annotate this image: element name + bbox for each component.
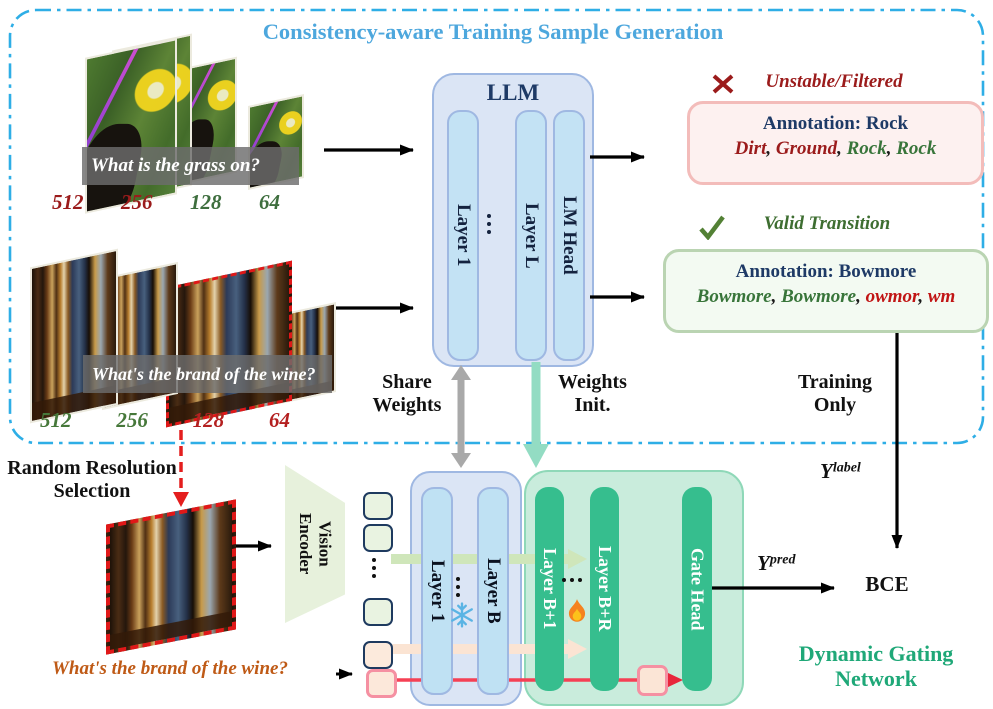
- selected-resolution-image: [106, 499, 236, 655]
- vision-encoder-label: Vision Encoder: [296, 513, 335, 575]
- dynamic-gating-network-label: Dynamic Gating Network: [798, 641, 954, 692]
- dog-question-overlay: What is the grass on?: [82, 147, 299, 185]
- llm-title: LLM: [486, 80, 540, 105]
- snowflake-icon: [451, 602, 473, 628]
- gating-question-text: What's the brand of the wine?: [52, 658, 288, 679]
- vision-token-1: [363, 492, 393, 520]
- gate-head-bar: Gate Head: [682, 487, 712, 691]
- gate-token-square: [637, 665, 668, 696]
- wine-image-128-selected: [166, 260, 292, 428]
- random-resolution-label: Random Resolution Selection: [7, 457, 177, 502]
- unstable-label: Unstable/Filtered: [765, 71, 903, 92]
- llm-layer1-bar: Layer 1: [447, 110, 479, 361]
- llm-ellipsis: [487, 214, 491, 234]
- unstable-annotation-title: Annotation: Rock: [762, 113, 909, 134]
- llm-lmhead-bar: LM Head: [553, 110, 585, 361]
- valid-annotation-box: Annotation: Bowmore Bowmore, Bowmore, ow…: [663, 249, 989, 333]
- unstable-predictions: Dirt, Ground, Rock, Rock: [734, 138, 937, 159]
- valid-annotation-title: Annotation: Bowmore: [735, 261, 917, 282]
- gating-layerB-bar: Layer B: [477, 487, 509, 695]
- vision-token-2: [363, 524, 393, 552]
- gating-layerB1-bar: Layer B+1: [535, 487, 564, 691]
- training-only-label: Training Only: [797, 371, 873, 416]
- text-token-1: [363, 641, 393, 669]
- random-selection-arrow: [173, 414, 189, 507]
- bce-label: BCE: [865, 572, 909, 596]
- text-token-2: [366, 669, 397, 698]
- unstable-annotation-box: Annotation: Rock Dirt, Ground, Rock, Roc…: [687, 101, 984, 185]
- y-label-label: Ylabel: [820, 459, 861, 483]
- vision-token-3: [363, 598, 393, 626]
- share-weights-label: Share Weights: [372, 371, 442, 416]
- gating-layerBR-bar: Layer B+R: [590, 487, 619, 691]
- wine-image-512: [30, 248, 118, 424]
- dog-image-512: [85, 38, 177, 214]
- wine-question-overlay: What's the brand of the wine?: [83, 355, 332, 393]
- token-ellipsis: [372, 558, 376, 578]
- gating-ellipsis: [562, 578, 582, 582]
- figure-title: Consistency-aware Training Sample Genera…: [262, 19, 724, 44]
- weights-init-label: Weights Init.: [558, 371, 627, 416]
- generation-region-border: [8, 8, 985, 445]
- valid-predictions: Bowmore, Bowmore, owmor, wm: [696, 286, 956, 307]
- flame-icon: [568, 599, 586, 622]
- llm-layerL-bar: Layer L: [515, 110, 547, 361]
- share-weights-arrow: [451, 365, 471, 468]
- weights-init-arrow: [523, 362, 549, 468]
- y-pred-label: Ypred: [757, 551, 796, 575]
- frozen-ellipsis: [456, 577, 460, 597]
- check-icon: [699, 215, 725, 240]
- llm-box: LLM Layer 1 Layer L LM Head: [432, 73, 594, 367]
- cross-icon: [712, 74, 734, 94]
- gating-layer1-bar: Layer 1: [421, 487, 453, 695]
- valid-label: Valid Transition: [763, 213, 891, 234]
